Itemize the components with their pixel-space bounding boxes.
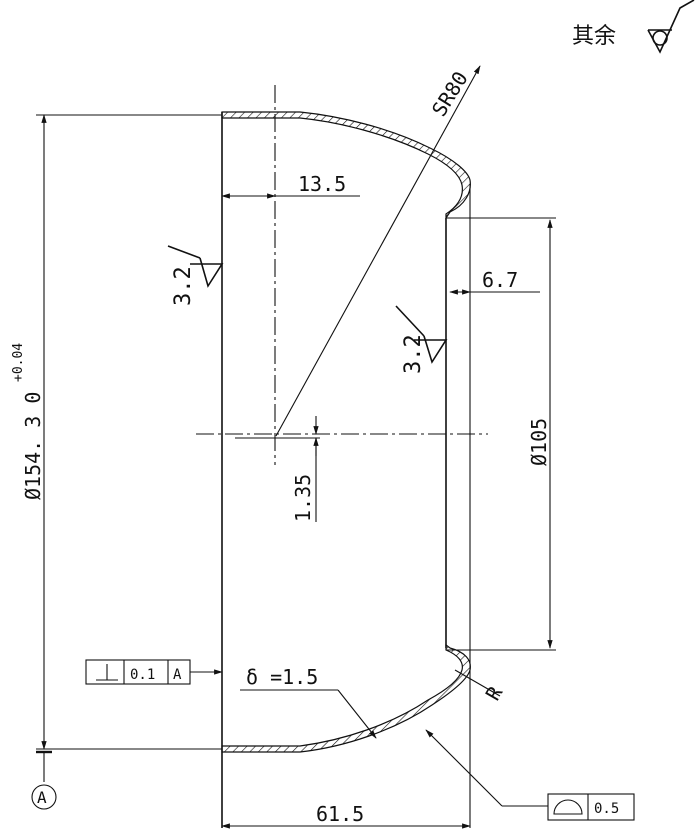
- fillet-radius-dimension: R: [454, 669, 508, 705]
- perpendicularity-datum: A: [173, 667, 182, 683]
- center-offset-text: 1.35: [291, 474, 315, 522]
- sphere-radius-dimension: SR80: [275, 65, 481, 437]
- perpendicularity-tolerance: 0.1: [130, 667, 155, 683]
- roughness-left: 3.2: [167, 245, 224, 306]
- total-length-text: 61.5: [316, 802, 364, 826]
- shell-section-bottom: [221, 643, 471, 753]
- datum-a-symbol: A: [31, 750, 57, 810]
- flange-dimension: 6.7: [449, 268, 540, 295]
- profile-tolerance-frame: 0.5: [425, 729, 635, 821]
- roughness-left-value: 3.2: [171, 266, 196, 306]
- perpendicularity-frame: 0.1 A: [85, 659, 223, 685]
- fillet-radius-text: R: [481, 681, 508, 704]
- overall-diameter-tolerance: +0.04: [11, 343, 26, 382]
- bottom-diameter-dimension: Ø105: [446, 217, 556, 651]
- surface-profile-icon: [553, 799, 583, 815]
- profile-tolerance-value: 0.5: [594, 801, 619, 817]
- wall-thickness-note: δ =1.5: [240, 665, 377, 739]
- flange-dimension-text: 6.7: [482, 268, 518, 292]
- offset-dimension: 13.5: [221, 172, 360, 199]
- overall-diameter-dimension: Ø154. 3 0 +0.04: [11, 114, 222, 750]
- sphere-radius-text: SR80: [427, 67, 473, 121]
- wall-thickness-text: δ =1.5: [246, 665, 318, 689]
- roughness-right: 3.2: [395, 305, 448, 374]
- perpendicularity-icon: [96, 664, 118, 681]
- center-offset-dimension: 1.35: [291, 416, 319, 522]
- offset-dimension-text: 13.5: [298, 172, 346, 196]
- shell-section-top: [221, 111, 471, 220]
- general-roughness-label: 其余: [572, 24, 616, 49]
- bottom-diameter-text: Ø105: [527, 418, 551, 466]
- part-outline: [221, 111, 471, 828]
- general-roughness-group: 其余: [572, 0, 695, 54]
- overall-diameter-text: Ø154. 3 0: [21, 392, 45, 500]
- roughness-no-machining-icon: [647, 0, 695, 54]
- roughness-right-value: 3.2: [401, 334, 426, 374]
- datum-label: A: [37, 788, 47, 807]
- total-length-dimension: 61.5: [221, 802, 471, 829]
